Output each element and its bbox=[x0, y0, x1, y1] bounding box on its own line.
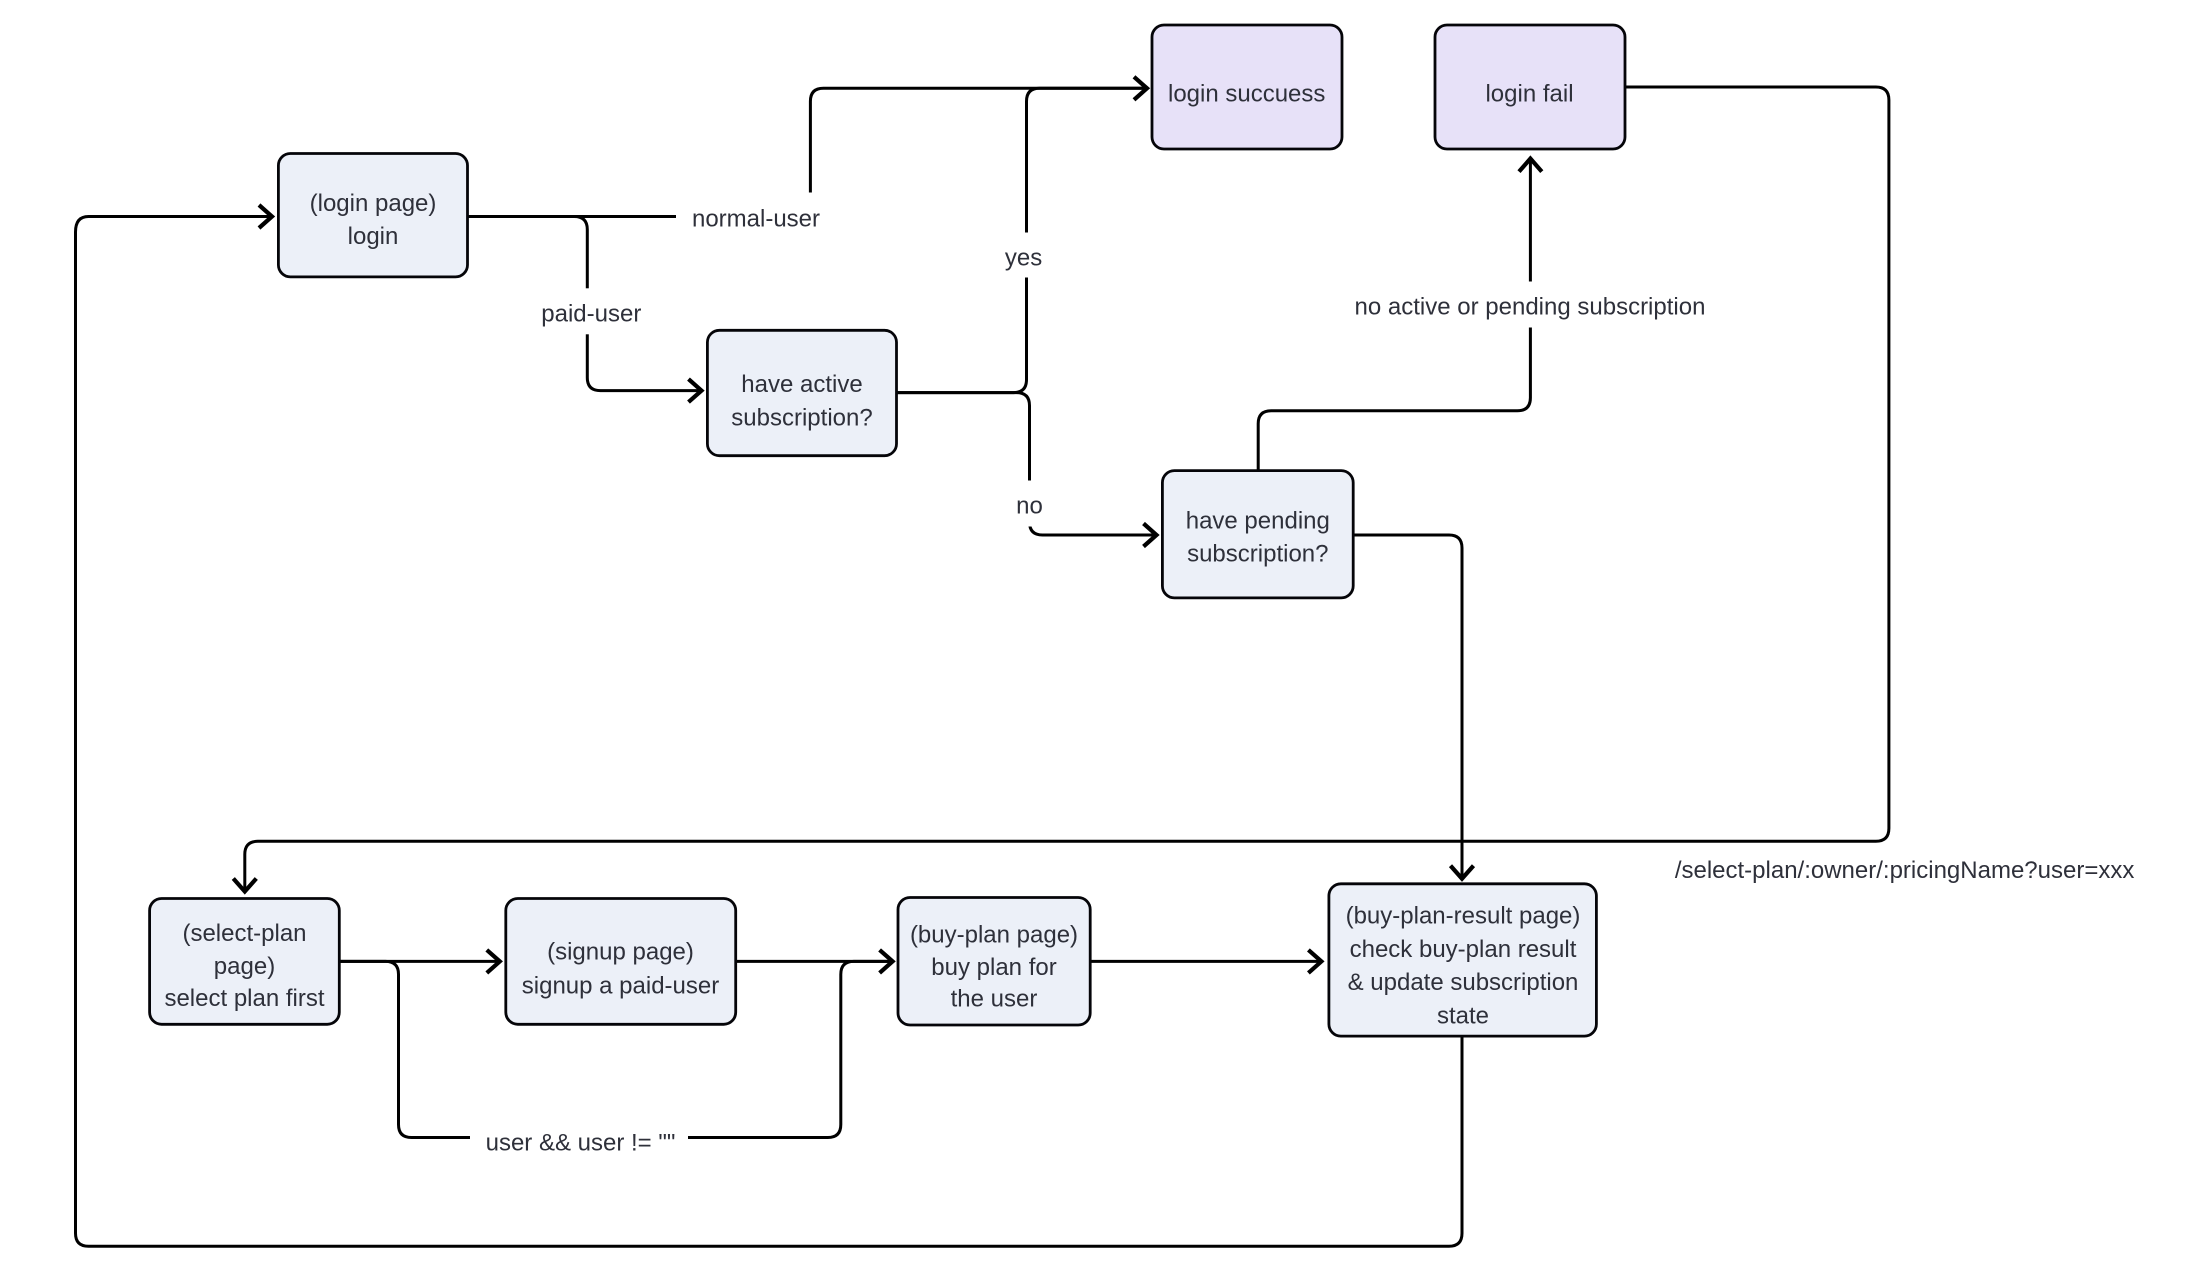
svg-text:& update subscription: & update subscription bbox=[1348, 969, 1579, 996]
svg-text:page): page) bbox=[214, 953, 275, 980]
svg-text:subscription?: subscription? bbox=[1187, 540, 1328, 567]
svg-text:subscription?: subscription? bbox=[731, 405, 872, 432]
svg-text:/select-plan/:owner/:pricingNa: /select-plan/:owner/:pricingName?user=xx… bbox=[1675, 857, 2135, 884]
svg-text:signup a paid-user: signup a paid-user bbox=[522, 972, 719, 999]
svg-text:have active: have active bbox=[741, 371, 862, 398]
svg-text:(buy-plan page): (buy-plan page) bbox=[910, 922, 1078, 949]
svg-text:paid-user: paid-user bbox=[541, 300, 641, 327]
svg-text:(buy-plan-result page): (buy-plan-result page) bbox=[1346, 902, 1581, 929]
svg-text:no active or pending subscript: no active or pending subscription bbox=[1355, 294, 1706, 321]
svg-text:login: login bbox=[348, 223, 399, 250]
svg-text:(signup page): (signup page) bbox=[547, 939, 694, 966]
svg-text:buy plan for: buy plan for bbox=[931, 954, 1056, 981]
svg-text:state: state bbox=[1437, 1003, 1489, 1030]
svg-text:have pending: have pending bbox=[1186, 508, 1330, 535]
svg-text:login succuess: login succuess bbox=[1168, 81, 1325, 108]
svg-text:(login page): (login page) bbox=[310, 190, 437, 217]
svg-text:check buy-plan result: check buy-plan result bbox=[1350, 936, 1577, 963]
svg-text:user && user != "": user && user != "" bbox=[486, 1130, 676, 1157]
svg-text:no: no bbox=[1016, 493, 1043, 520]
svg-text:login fail: login fail bbox=[1485, 81, 1573, 108]
svg-text:the user: the user bbox=[951, 986, 1038, 1013]
svg-text:normal-user: normal-user bbox=[692, 206, 820, 233]
svg-text:yes: yes bbox=[1005, 244, 1042, 271]
svg-text:(select-plan: (select-plan bbox=[182, 920, 306, 947]
svg-text:select plan first: select plan first bbox=[164, 985, 324, 1012]
